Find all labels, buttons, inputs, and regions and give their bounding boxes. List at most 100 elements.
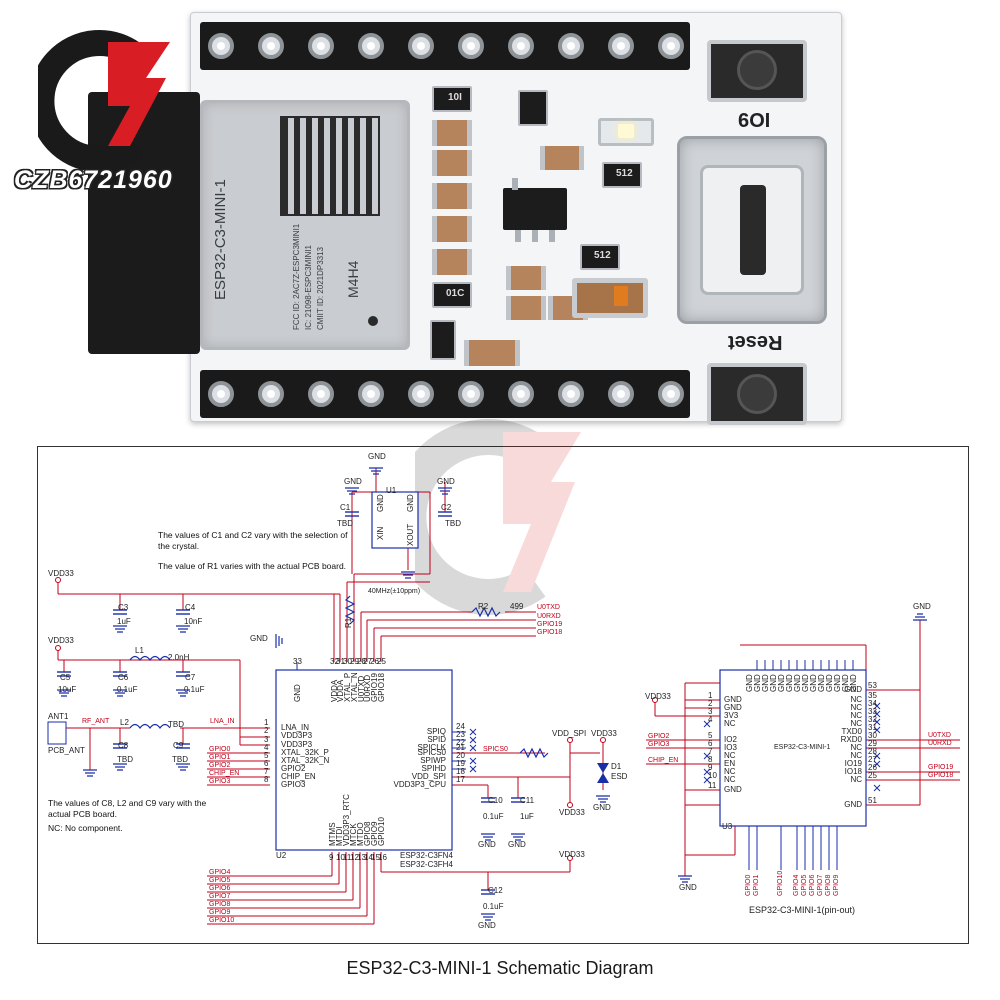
board-photo: ESP32-C3-MINI-1 FCC ID: 2AC7Z-ESPC3MINI1… bbox=[0, 0, 1000, 440]
u3-pin-number: 28 bbox=[868, 747, 877, 756]
u3-pin-label: GND bbox=[724, 695, 742, 704]
header-pin bbox=[658, 33, 684, 59]
capacitor-smd bbox=[506, 296, 546, 320]
u2-name: U2 bbox=[276, 851, 287, 860]
u3-pin-number: 32 bbox=[868, 715, 877, 724]
c3-label: C3 bbox=[118, 603, 129, 612]
u3-name: U3 bbox=[722, 822, 733, 831]
u2-pin-label: SPICLK bbox=[417, 743, 446, 752]
resistor-smd bbox=[580, 244, 620, 270]
resistor-spi bbox=[519, 747, 549, 759]
u3-pin-label: NC bbox=[850, 703, 862, 712]
note-nc: NC: No component. bbox=[48, 823, 123, 833]
u3-bottom-net: GPIO10 bbox=[777, 870, 784, 896]
c8-value: TBD bbox=[117, 755, 133, 764]
u3-net-u0rxd: U0RXD bbox=[928, 740, 952, 747]
u3-pin-label: NC bbox=[850, 775, 862, 784]
regulator-lead bbox=[512, 178, 518, 190]
header-pin bbox=[508, 381, 534, 407]
net-gpio0: GPIO0 bbox=[209, 746, 231, 753]
vdd33-label: VDD33 bbox=[48, 569, 74, 578]
vdd33-label: VDD33 bbox=[559, 850, 585, 859]
u3-net-chip-en: CHIP_EN bbox=[648, 757, 679, 764]
u2-pin-number: 23 bbox=[456, 730, 465, 739]
u3-pin-label: NC bbox=[850, 719, 862, 728]
u3-bottom-net: GPIO9 bbox=[833, 874, 840, 896]
smd-marking: 512 bbox=[616, 168, 633, 179]
net-gpio8: GPIO8 bbox=[209, 901, 231, 908]
resistor-r1 bbox=[344, 595, 356, 625]
boot-button-cap[interactable] bbox=[737, 50, 777, 90]
u2-pin-number: 13 bbox=[357, 853, 366, 862]
u2-pin-number: 12 bbox=[350, 853, 359, 862]
u3-pin-label: GND bbox=[844, 800, 862, 809]
u3-pin-number: 6 bbox=[708, 739, 713, 748]
module-u3 bbox=[719, 669, 867, 827]
nc-markers bbox=[469, 702, 881, 792]
u2-pin-number: 27 bbox=[363, 657, 372, 666]
header-pin bbox=[258, 381, 284, 407]
u2-pin-label: GPIO18 bbox=[377, 673, 386, 702]
u3-pin-number: 8 bbox=[708, 755, 713, 764]
logo-c-shape bbox=[38, 30, 145, 170]
header-pin bbox=[208, 33, 234, 59]
schematic-diagram bbox=[47, 467, 960, 925]
inductor-l2 bbox=[129, 723, 171, 730]
u2-pin-number: 25 bbox=[377, 657, 386, 666]
u3-pin-label: RXD0 bbox=[840, 735, 862, 744]
u3-pin-number: 11 bbox=[708, 781, 717, 790]
vdd33-label: VDD33 bbox=[48, 636, 74, 645]
u2-pin-number: 29 bbox=[350, 657, 359, 666]
u3-pin-number: 1 bbox=[708, 691, 713, 700]
u3-bottom-net: GPIO1 bbox=[753, 874, 760, 896]
u3-pin-number: 53 bbox=[868, 681, 877, 690]
gnd-label: GND bbox=[437, 477, 455, 486]
u3-pin-number: 25 bbox=[868, 771, 877, 780]
inductor-l1 bbox=[129, 655, 171, 662]
capacitors bbox=[57, 511, 525, 895]
u3-pin-label: IO18 bbox=[844, 767, 862, 776]
lna-in-net: LNA_IN bbox=[210, 718, 235, 725]
resistor-smd bbox=[518, 90, 548, 126]
u3-net-u0txd: U0TXD bbox=[928, 732, 951, 739]
vdd33-label: VDD33 bbox=[559, 808, 585, 817]
ant1-label: ANT1 bbox=[48, 712, 69, 721]
d1-value: ESD bbox=[611, 772, 628, 781]
u3-pin-label: NC bbox=[850, 695, 862, 704]
u2-pin-number: 17 bbox=[456, 775, 465, 784]
u3-pin-label: NC bbox=[724, 775, 736, 784]
capacitor-smd bbox=[464, 340, 520, 366]
u3-pin-number: 29 bbox=[868, 739, 877, 748]
u3-bottom-net: GPIO6 bbox=[809, 874, 816, 896]
reset-button-cap[interactable] bbox=[737, 374, 777, 414]
c9-label: C9 bbox=[173, 741, 184, 750]
capacitor-smd bbox=[506, 266, 546, 290]
u2-pin-number: 16 bbox=[378, 853, 387, 862]
u1-pin-gnd2: GND bbox=[406, 494, 415, 512]
smd-marking: 512 bbox=[594, 250, 611, 261]
u3-pin-number: 5 bbox=[708, 731, 713, 740]
header-pin bbox=[258, 33, 284, 59]
net-gpio3: GPIO3 bbox=[209, 778, 231, 785]
note-crystal-caps: The values of C1 and C2 vary with the se… bbox=[158, 530, 348, 551]
u3-pin-label: IO2 bbox=[724, 735, 737, 744]
u2-pin-number: 18 bbox=[456, 767, 465, 776]
gnd-label: GND bbox=[344, 477, 362, 486]
u2-pin-label: GPIO2 bbox=[281, 764, 306, 773]
c11-value: 1uF bbox=[520, 812, 534, 821]
resistor-smd bbox=[432, 282, 472, 308]
resistor-r2 bbox=[471, 606, 501, 618]
u2-pin-label: SPIQ bbox=[426, 727, 446, 736]
u3-pin-number: 26 bbox=[868, 763, 877, 772]
c10-label: C10 bbox=[488, 796, 503, 805]
regulator-lead bbox=[515, 230, 521, 242]
u3-bottom-net: GPIO7 bbox=[817, 874, 824, 896]
capacitor-smd bbox=[432, 216, 472, 242]
logo-z-shape bbox=[108, 42, 170, 146]
u1-pin-xout: XOUT bbox=[406, 523, 415, 546]
u3-pin-label: IO19 bbox=[844, 759, 862, 768]
u3-bottom-net: GPIO8 bbox=[825, 874, 832, 896]
c4-label: C4 bbox=[185, 603, 196, 612]
c9-value: TBD bbox=[172, 755, 188, 764]
u3-net-gpio19: GPIO19 bbox=[928, 764, 954, 771]
